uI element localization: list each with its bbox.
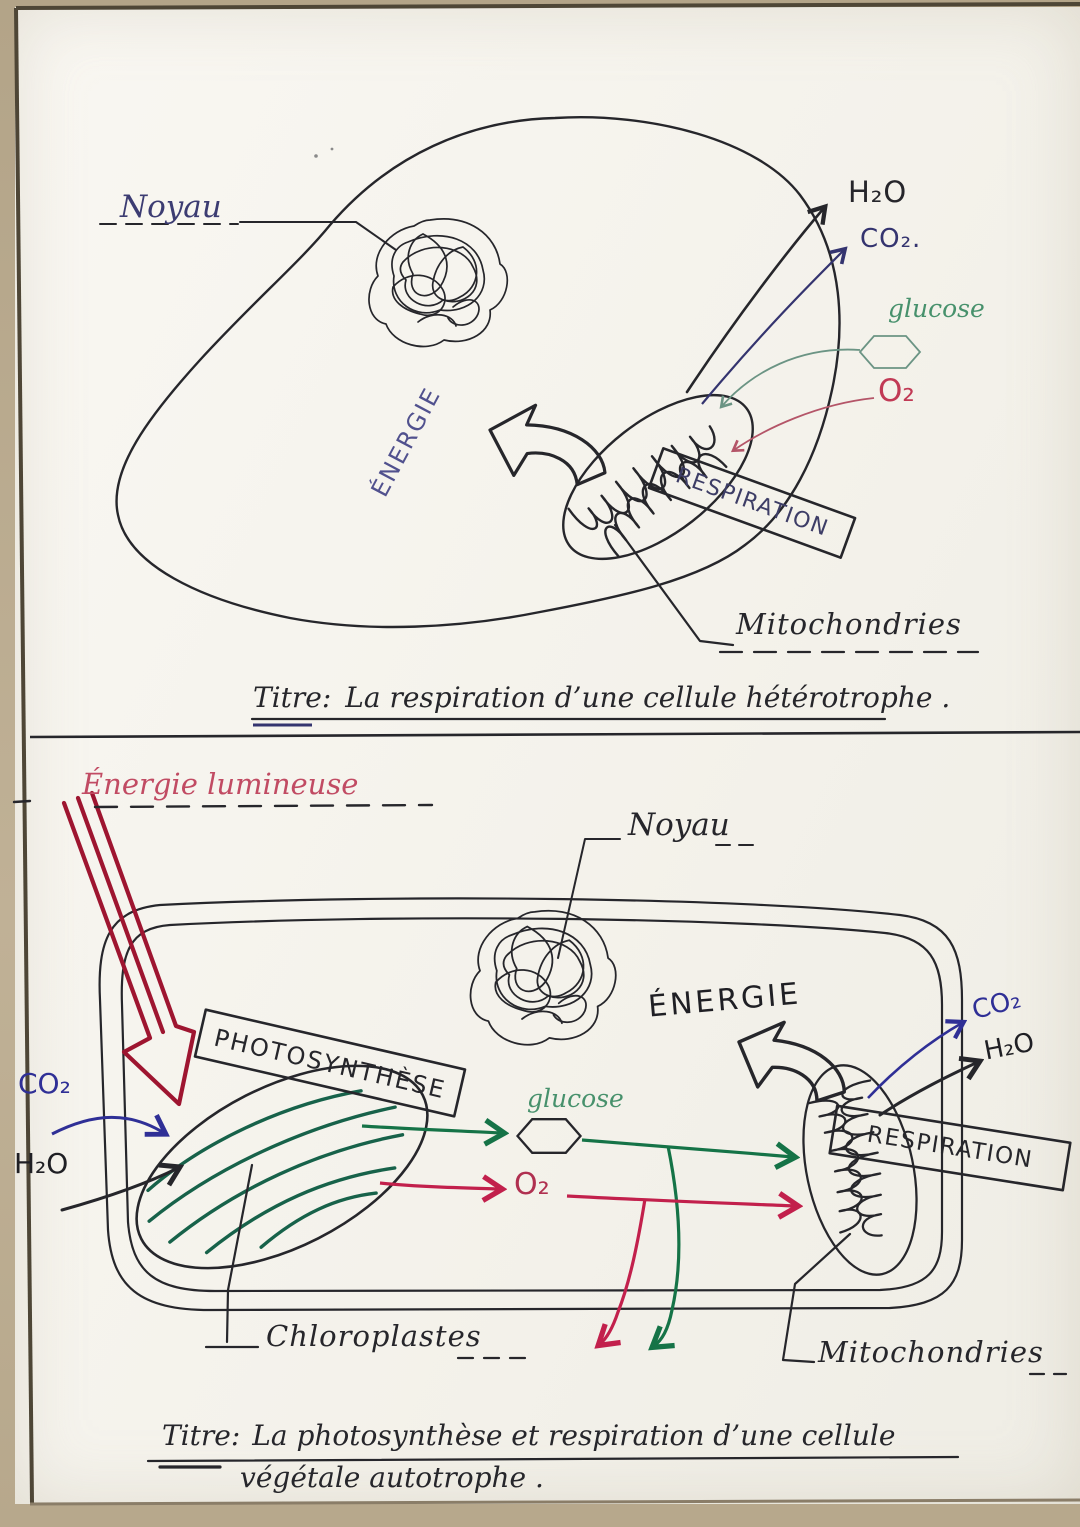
noyau-label: Noyau (628, 807, 730, 843)
respiration-box (647, 447, 857, 559)
arrow-to-co2 (701, 250, 844, 405)
mitochondries-label: Mitochondries (736, 607, 962, 641)
title-underline (146, 1455, 960, 1469)
photosynthese-box (193, 1008, 467, 1118)
title-prefix: Titre: (162, 1419, 241, 1452)
mitochondrion (784, 1053, 936, 1287)
o2-arrow-2 (566, 1196, 796, 1206)
glucose-arrow-1 (361, 1126, 502, 1133)
co2-label: CO₂. (860, 224, 922, 254)
glucose-export-branch (654, 1145, 681, 1346)
h2o-in-arrow (60, 1168, 178, 1212)
stray-dash (12, 799, 32, 804)
respiration-box (828, 1104, 1072, 1192)
glucose-hexagon (859, 335, 921, 369)
o2-export-branch (600, 1198, 647, 1344)
glucose-in-arrow (722, 348, 861, 406)
light-energy-arrow (61, 790, 197, 1107)
energie-lumineuse-label: Énergie lumineuse (82, 767, 359, 801)
diagram1-respiration-cell (99, 116, 980, 727)
noyau-pointer (557, 838, 763, 959)
h2o-in-label: H₂O (14, 1147, 69, 1180)
chloroplastes-pointer (204, 1163, 530, 1360)
mitochondries-label: Mitochondries (818, 1335, 1044, 1369)
o2-label: O₂ (878, 373, 915, 409)
energy-arrow (726, 1010, 860, 1112)
paper-sheet (15, 7, 1080, 1504)
diagram2-title-line2: végétale autotrophe . (240, 1461, 544, 1494)
energie-lumineuse-dashes (93, 803, 434, 809)
nucleus (469, 909, 617, 1046)
chloroplastes-label: Chloroplastes (266, 1319, 482, 1353)
glucose-label: glucose (888, 294, 985, 323)
cell-wall (98, 897, 964, 1312)
co2-out-arrow (867, 1023, 962, 1099)
title-text: La photosynthèse et respiration d’une ce… (252, 1419, 896, 1452)
o2-label: O₂ (514, 1167, 550, 1202)
co2-in-label: CO₂ (18, 1067, 71, 1100)
glucose-hexagon (516, 1118, 582, 1154)
o2-arrow-1 (379, 1183, 500, 1189)
title-prefix: Titre: (253, 681, 332, 714)
glucose-arrow-2 (581, 1138, 793, 1157)
mitochondries-pointer (613, 523, 980, 654)
co2-in-arrow (51, 1117, 164, 1134)
o2-in-arrow (734, 397, 875, 450)
paper-bottom-edge (29, 1498, 1080, 1506)
title-text: La respiration d’une cellule hétérotroph… (345, 681, 951, 714)
noyau-pointer (99, 221, 397, 251)
diagram2-plant-cell (12, 790, 1072, 1469)
paper-left-edge (14, 7, 34, 1504)
arrow-to-h2o (685, 208, 824, 394)
mitochondries-pointer (781, 1232, 1068, 1376)
h2o-out-arrow (878, 1062, 978, 1117)
title-underline (250, 717, 887, 727)
section-divider (29, 730, 1080, 739)
energy-arrow (480, 396, 617, 494)
diagram2-title-line1: Titre: La photosynthèse et respiration d’… (162, 1422, 895, 1450)
thylakoid-lines (146, 1089, 405, 1255)
pencil-dot (314, 154, 318, 158)
nucleus (368, 218, 509, 348)
diagram1-title: Titre: La respiration d’une cellule hétér… (253, 684, 950, 712)
paper-top-edge (15, 2, 1080, 10)
glucose-label: glucose (527, 1084, 624, 1113)
h2o-label: H₂O (848, 175, 908, 209)
cell-membrane (115, 116, 841, 629)
pencil-dot (330, 147, 334, 151)
noyau-label: Noyau (120, 189, 222, 225)
